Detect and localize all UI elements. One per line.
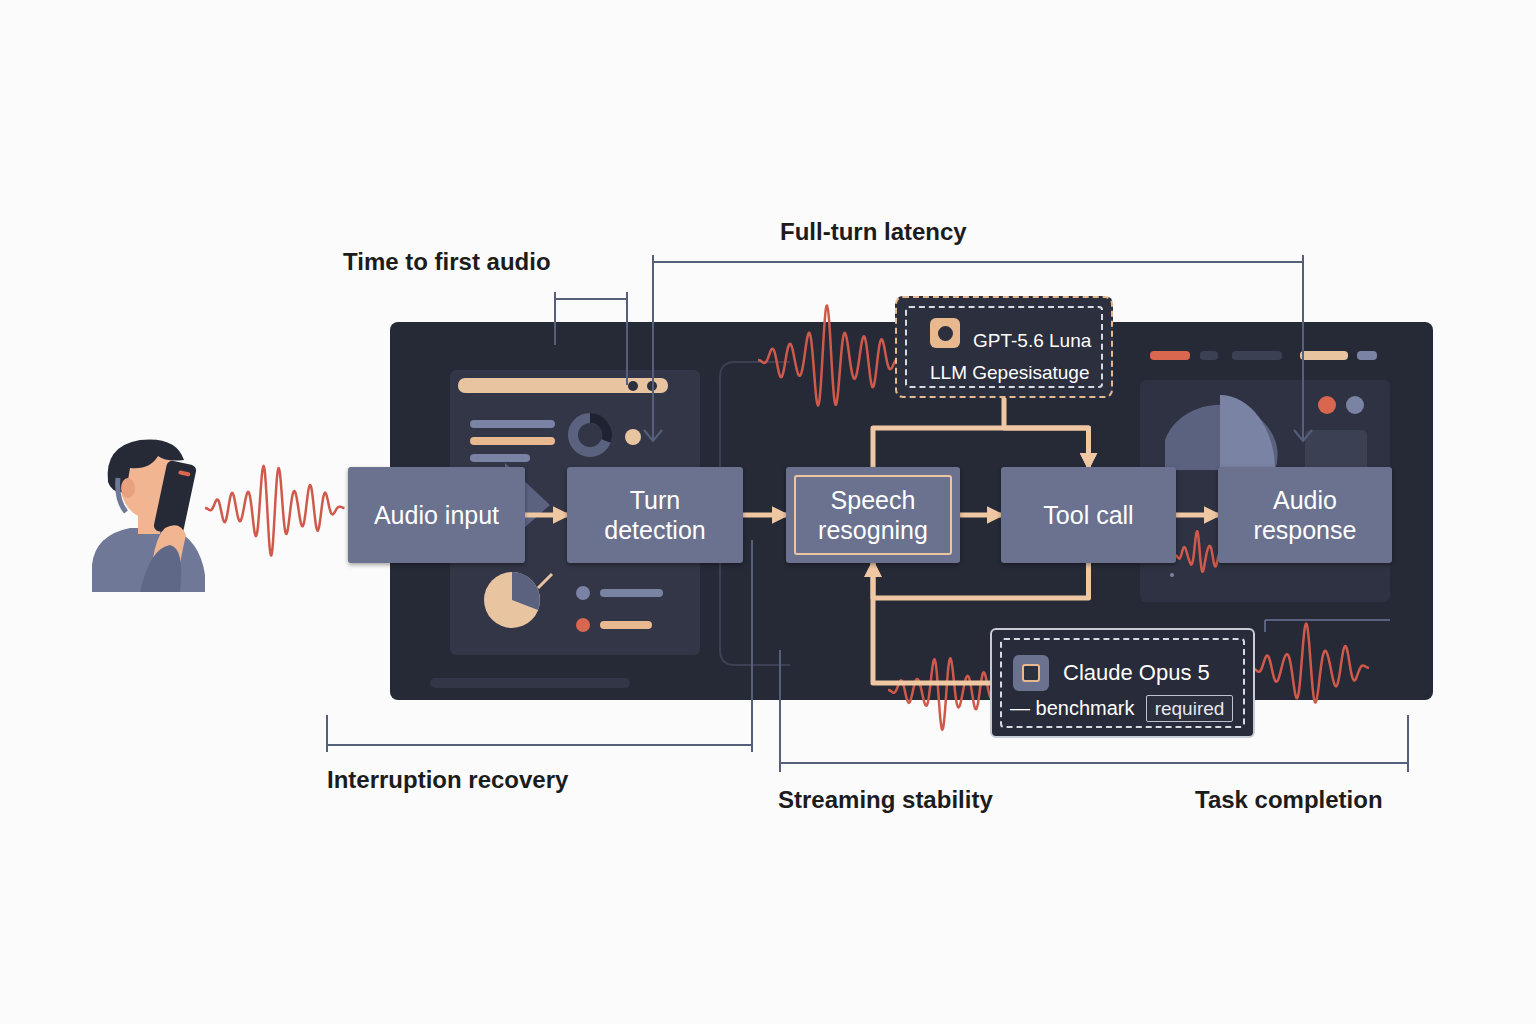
- person-body: [92, 528, 205, 592]
- card-bar: [1232, 351, 1282, 360]
- card-bar: [458, 378, 668, 393]
- card-line: [470, 437, 555, 445]
- box-label: Audio response: [1244, 485, 1366, 545]
- metric-label: Full-turn latency: [780, 218, 967, 246]
- model-icon: [930, 318, 960, 348]
- process-box: Speech resogning: [786, 467, 960, 563]
- sound-wave: [1252, 624, 1369, 703]
- card-bar: [1357, 351, 1377, 360]
- card-bar: [1300, 351, 1348, 360]
- card-dot: [576, 586, 590, 600]
- sound-waves: [205, 305, 1369, 729]
- bracket: [780, 650, 1408, 772]
- box-label: Tool call: [1043, 500, 1133, 530]
- flow-arrow: [1176, 513, 1218, 518]
- bracket: [327, 540, 752, 752]
- metric-brackets: [327, 255, 1408, 772]
- pie-pointer: [538, 574, 552, 588]
- sound-wave: [888, 658, 1005, 729]
- pie-chart: [512, 572, 540, 610]
- box-label: Turn detection: [593, 485, 717, 545]
- phone: [153, 460, 197, 537]
- flow-arrow: [1004, 398, 1089, 467]
- model-callout: Claude Opus 5 — benchmark required: [990, 628, 1255, 738]
- person-headset: [118, 478, 126, 512]
- metric-label: Interruption recovery: [327, 766, 568, 794]
- flow-arrow: [525, 513, 567, 518]
- model-icon: [1013, 655, 1049, 691]
- process-box: Audio input: [348, 467, 525, 563]
- box-label: Speech resogning: [806, 485, 940, 545]
- card-line: [470, 420, 555, 428]
- card-line: [600, 621, 652, 629]
- callout-text: LLM Gepesisatuge: [930, 361, 1090, 384]
- model-icon-core: [1022, 664, 1040, 682]
- card-bar: [1200, 351, 1218, 360]
- process-box: Tool call: [1001, 467, 1176, 563]
- card-dot: [625, 429, 641, 445]
- bracket: [555, 292, 627, 385]
- person-arm: [140, 545, 181, 592]
- card-dot: [1346, 396, 1364, 414]
- card-line: [600, 589, 663, 597]
- phone-light: [178, 470, 191, 476]
- card-line: [1265, 619, 1390, 621]
- box-label: required: [1155, 698, 1225, 720]
- metric-label: Task completion: [1195, 786, 1383, 814]
- bracket-arrow: [1294, 430, 1312, 441]
- model-callout: GPT-5.6 LunaLLM Gepesisatuge: [895, 296, 1113, 398]
- pie-chart: [484, 572, 540, 628]
- flow-arrow: [873, 563, 990, 683]
- card-dot: [1318, 396, 1336, 414]
- flow-arrow: [873, 428, 1089, 467]
- panel-bar: [430, 678, 630, 688]
- person-ear: [121, 478, 135, 498]
- gauge-chart: [1220, 395, 1275, 470]
- card-line: [1264, 620, 1266, 632]
- status-tag: required: [1146, 695, 1233, 722]
- box-label: Audio input: [374, 500, 499, 530]
- sound-wave: [758, 305, 905, 405]
- process-box: Audio response: [1218, 467, 1392, 563]
- card-line: [470, 454, 530, 462]
- metric-label: Time to first audio: [343, 248, 551, 276]
- card-dot: [628, 381, 638, 391]
- card-bar: [1150, 351, 1190, 360]
- flow-arrow: [743, 513, 786, 518]
- card-dot: [576, 618, 590, 632]
- callout-text: GPT-5.6 Luna: [973, 329, 1091, 352]
- process-box: Turn detection: [567, 467, 743, 563]
- bracket-arrow: [644, 430, 662, 441]
- flow-arrow: [960, 513, 1001, 518]
- card-dot: [1170, 573, 1174, 577]
- flow-arrow: [873, 563, 1089, 598]
- sound-wave: [205, 466, 345, 556]
- bracket: [653, 255, 1303, 440]
- callout-text: — benchmark: [1010, 696, 1135, 720]
- donut-chart: [590, 418, 607, 441]
- callout-text: Claude Opus 5: [1063, 660, 1210, 686]
- donut-chart: [573, 418, 607, 452]
- metric-label: Streaming stability: [778, 786, 993, 814]
- model-icon-core: [938, 326, 953, 341]
